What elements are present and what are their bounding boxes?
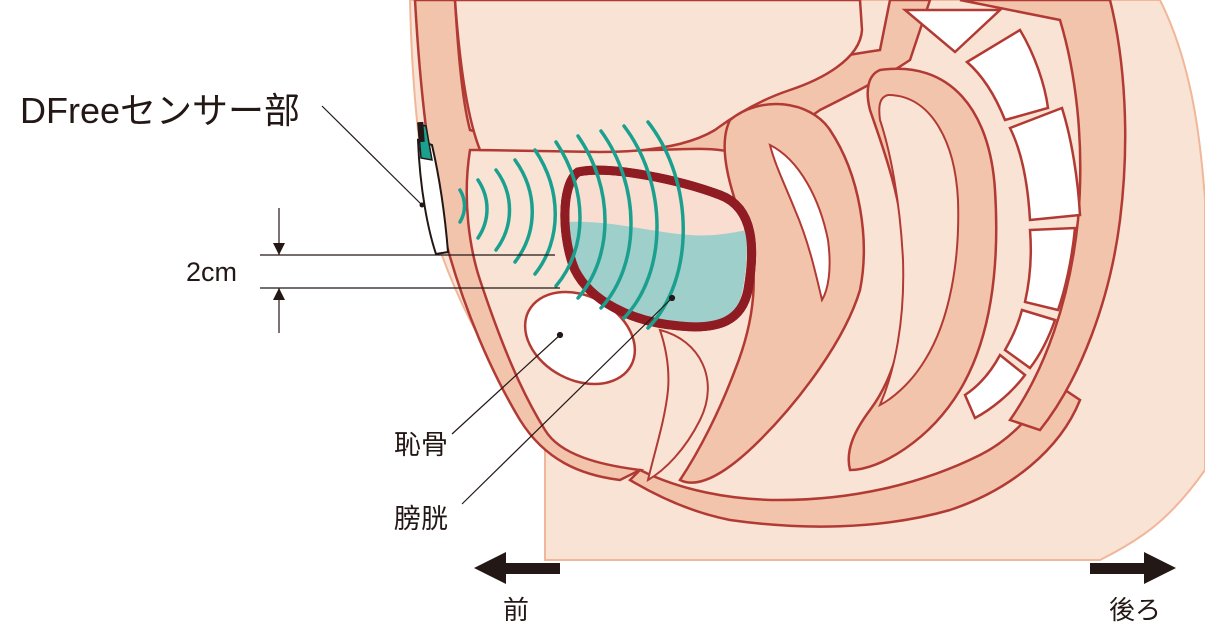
back-arrow-head [1144,552,1176,584]
front-arrow-shaft [500,563,560,574]
front-direction-label: 前 [503,590,529,627]
back-arrow-shaft [1090,563,1150,574]
distance-label: 2cm [186,257,237,288]
pubic-bone-label: 恥骨 [394,423,448,462]
sensor-label: DFreeセンサー部 [20,82,300,134]
bladder-leader-dot [670,296,675,301]
pubic-leader-dot [558,333,563,338]
sensor-leader [322,106,422,205]
distance-arrowhead-bottom [273,288,285,300]
bladder-label: 膀胱 [394,497,448,536]
front-arrow-head [474,552,506,584]
distance-arrowhead-top [273,243,285,255]
back-direction-label: 後ろ [1109,590,1161,627]
